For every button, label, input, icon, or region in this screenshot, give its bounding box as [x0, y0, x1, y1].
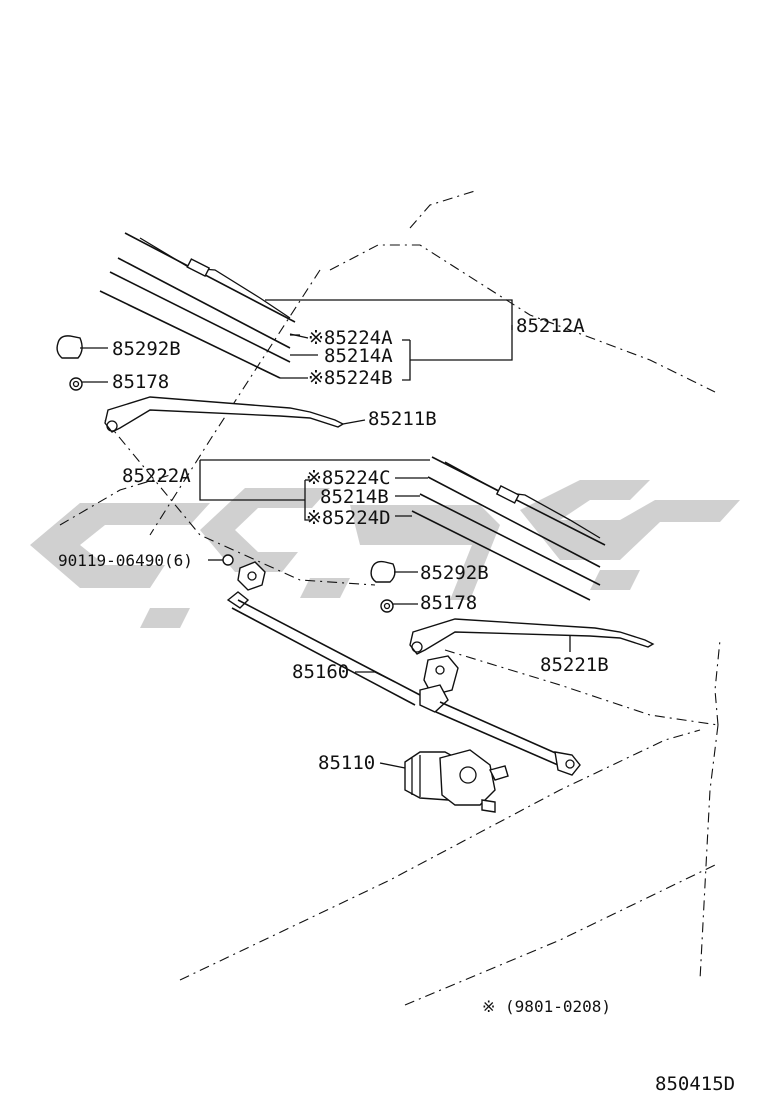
motor-ribs	[411, 755, 421, 797]
label-85211b: 85211B	[368, 408, 437, 430]
bracket-85214b	[304, 480, 312, 521]
label-85178-mid: 85178	[420, 592, 477, 614]
blade-rubber-85214a	[109, 271, 291, 363]
diagram-code: 850415D	[655, 1073, 735, 1095]
leader-85110	[379, 762, 406, 769]
screw-90119	[208, 554, 234, 566]
left-panel	[59, 474, 171, 526]
blade-frame-upper	[139, 237, 291, 319]
pivot-right-hole	[435, 665, 445, 675]
watermark-logo	[30, 480, 740, 628]
label-85224d: ※85224D	[306, 507, 391, 529]
blade-rubber-85224b	[99, 290, 281, 379]
label-85160: 85160	[292, 661, 349, 683]
cowl-line	[104, 419, 376, 586]
leader-85211b	[342, 419, 366, 425]
watermark-shape-7	[590, 570, 640, 590]
label-85222a: 85222A	[122, 465, 191, 487]
link-joint	[419, 684, 449, 713]
motor-mount-1	[488, 765, 509, 781]
body-outline	[59, 189, 721, 1006]
motor-gearbox	[439, 749, 496, 806]
pivot-bracket-left	[237, 561, 266, 591]
label-85212a: 85212A	[516, 315, 585, 337]
label-85292b-upper: 85292B	[112, 338, 181, 360]
watermark-shape-6	[300, 578, 350, 598]
cap-85292b-mid	[370, 560, 396, 583]
upper-wiper-blade-set	[99, 232, 300, 379]
arm-85221b	[409, 618, 655, 655]
pivot-left-hole	[247, 571, 257, 581]
watermark-shape-3	[350, 505, 500, 600]
blade-rubber-85224d	[411, 510, 591, 601]
nut-85178-mid-inner	[383, 602, 391, 610]
screw-head	[222, 554, 234, 566]
blade-clip-upper	[186, 258, 211, 278]
windshield-edge	[329, 244, 716, 393]
fender-right	[699, 724, 719, 981]
upper-group-brackets	[265, 299, 513, 381]
leader-85224a	[289, 333, 309, 339]
blade-rubber-85224a	[117, 257, 291, 349]
applicability-note: ※ (9801-0208)	[482, 997, 611, 1016]
blade-clip-lower	[495, 484, 520, 504]
drive-end-hole	[565, 759, 575, 769]
middle-caps	[370, 560, 418, 613]
fender-edge	[714, 639, 721, 726]
wiper-link-85160	[226, 561, 581, 776]
label-85221b: 85221B	[540, 654, 609, 676]
lower-wiper-blade-set	[411, 456, 606, 601]
gearbox-shaft	[459, 766, 477, 784]
pivot-bracket-right	[423, 655, 459, 696]
blade-rubber-85214b	[419, 493, 601, 586]
blade-assembly-85212a	[124, 232, 296, 323]
body-lower-line	[404, 864, 716, 1006]
lower-group-brackets	[199, 459, 430, 521]
body-lower-diagonal	[179, 729, 701, 981]
leader-85160	[355, 671, 396, 683]
part-labels: 85212A ※85224A 85214A ※85224B 85292B 851…	[58, 315, 609, 774]
lower-wiper-arm	[409, 618, 655, 655]
arm-85211b	[104, 396, 345, 433]
drive-end	[554, 751, 581, 776]
lower-sweep	[444, 649, 719, 726]
glass-diagonal	[149, 269, 321, 536]
nut-85178-upper-inner	[72, 380, 80, 388]
link-rod-drive	[439, 701, 561, 756]
blade-frame-lower	[444, 461, 601, 539]
label-85214b: 85214B	[320, 486, 389, 508]
link-rod-drive-2	[435, 711, 559, 766]
label-85214a: 85214A	[324, 345, 393, 367]
motor-mount-2	[481, 799, 496, 813]
upper-wiper-arm	[104, 396, 366, 433]
cap-85292b-upper	[56, 335, 83, 359]
nut-85178-upper	[69, 377, 83, 391]
watermark-shape-4	[520, 480, 740, 560]
label-85110: 85110	[318, 752, 375, 774]
upper-caps	[56, 335, 108, 391]
label-85178-upper: 85178	[112, 371, 169, 393]
watermark-shape-5	[140, 608, 190, 628]
nut-85178-mid	[380, 599, 394, 613]
watermark-shape-2	[200, 488, 330, 572]
blade-assembly-85222a	[431, 456, 606, 546]
label-85224b: ※85224B	[308, 367, 393, 389]
label-85224c: ※85224C	[306, 467, 391, 489]
label-85292b-mid: 85292B	[420, 562, 489, 584]
watermark-shape-1	[30, 503, 210, 588]
arm-pivot-lower	[411, 641, 423, 653]
blade-rubber-85224c	[427, 476, 601, 568]
bracket-85214a	[402, 340, 411, 381]
arm-pivot-upper	[106, 420, 118, 432]
label-85224a: ※85224A	[308, 327, 393, 349]
link-rod-main-2	[231, 607, 416, 706]
label-90119: 90119-06490(6)	[58, 551, 193, 570]
bracket-85222a-vert	[199, 460, 305, 501]
hood-line-upper	[409, 189, 479, 229]
wiper-motor-85110	[379, 749, 509, 813]
